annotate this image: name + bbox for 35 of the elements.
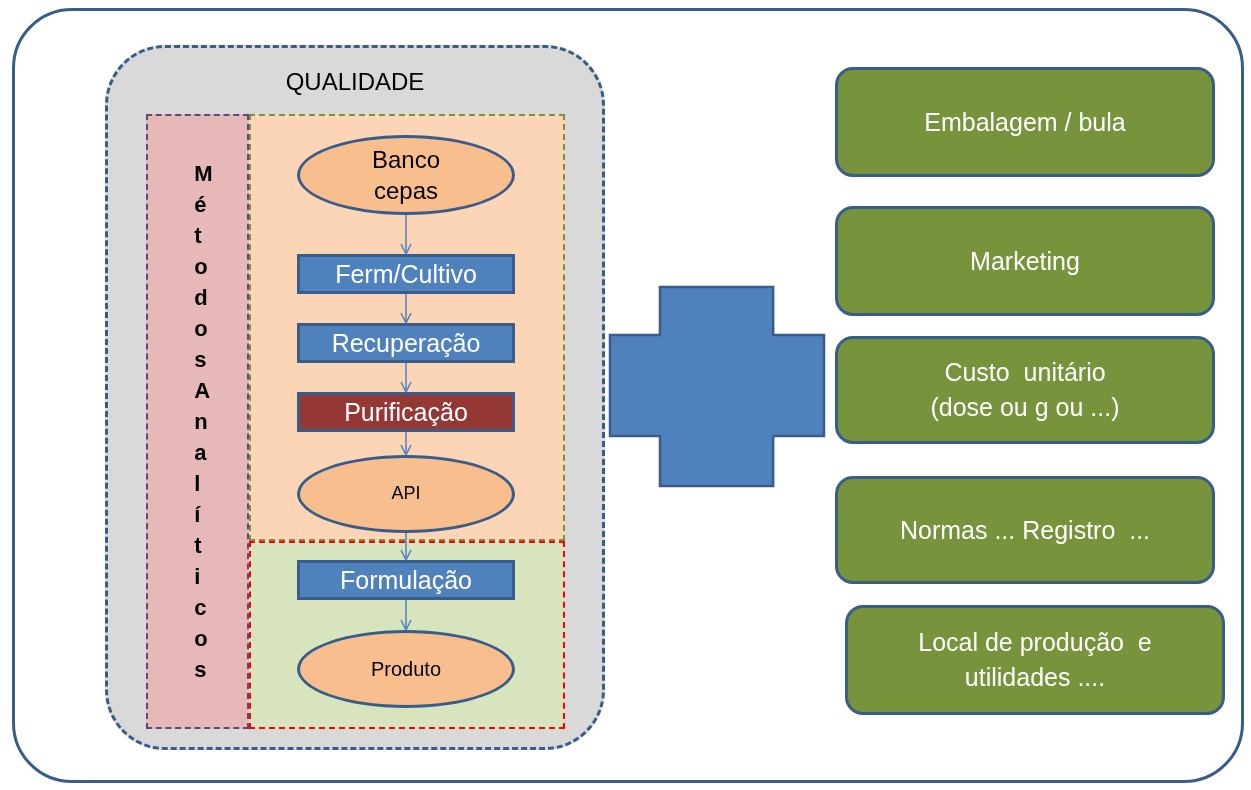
node-label: Purificação bbox=[344, 397, 468, 427]
process-box bbox=[297, 323, 515, 363]
factor-box bbox=[835, 336, 1215, 444]
node-label: Custo unitário (dose ou g ou ...) bbox=[929, 357, 1121, 423]
arrow bbox=[400, 431, 412, 456]
methods-column bbox=[146, 114, 249, 729]
node-label: Produto bbox=[369, 657, 443, 682]
node-label: Ferm/Cultivo bbox=[335, 259, 477, 289]
node-label: API bbox=[390, 482, 422, 506]
process-box bbox=[297, 254, 515, 294]
factor-box bbox=[835, 67, 1215, 177]
node-label: Local de produção e utilidades .... bbox=[917, 627, 1153, 693]
node-label: Normas ... Registro ... bbox=[898, 514, 1152, 546]
arrow bbox=[400, 362, 412, 393]
factor-box bbox=[835, 476, 1215, 584]
panel-title: QUALIDADE bbox=[285, 68, 425, 96]
factor-box bbox=[835, 206, 1215, 316]
formulation-area bbox=[249, 541, 565, 729]
quality-panel bbox=[105, 45, 605, 750]
arrow bbox=[400, 532, 412, 561]
process-area bbox=[249, 114, 565, 541]
factor-box bbox=[845, 605, 1225, 715]
process-box bbox=[297, 560, 515, 600]
outer-panel bbox=[12, 8, 1244, 783]
process-box bbox=[297, 392, 515, 432]
node-label: Recuperação bbox=[331, 328, 481, 358]
node-label: Embalagem / bula bbox=[923, 106, 1127, 138]
arrow bbox=[400, 599, 412, 631]
node-label: Formulação bbox=[340, 565, 472, 595]
arrow bbox=[400, 293, 412, 324]
column-label: Métodos Analíticos bbox=[194, 160, 217, 684]
node-label: Banco cepas bbox=[370, 144, 442, 206]
plus-sign bbox=[609, 286, 825, 487]
node-label: Marketing bbox=[969, 245, 1081, 277]
arrow bbox=[400, 214, 412, 255]
